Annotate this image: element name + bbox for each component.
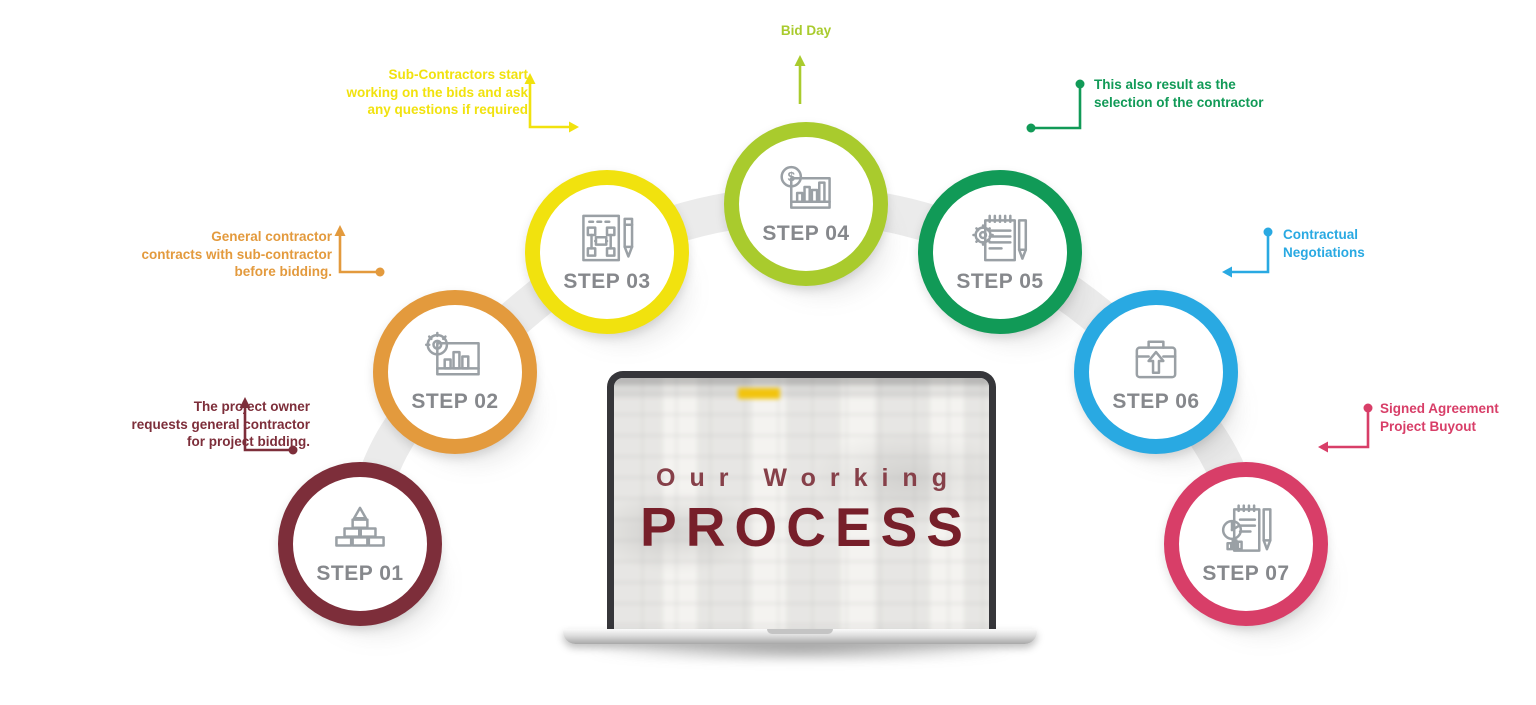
page-title: Our Working PROCESS (614, 464, 989, 559)
step-03: STEP 03 (525, 170, 713, 366)
laptop-screen: Our Working PROCESS (607, 371, 996, 636)
step-06-label: STEP 06 (1112, 390, 1200, 413)
blurred-spreadsheet (614, 378, 989, 632)
laptop-shadow (580, 640, 1020, 662)
step-02: STEP 02 (373, 290, 561, 486)
step-02-label: STEP 02 (411, 390, 499, 413)
step-04: $ STEP 04 (724, 122, 912, 318)
annotation-step-04: Bid Day (780, 23, 832, 38)
step-01: STEP 01 (278, 462, 466, 658)
step-05: STEP 05 (918, 170, 1106, 366)
annotation-step-06: Contractual Negotiations (1283, 227, 1365, 260)
title-main: PROCESS (640, 496, 972, 558)
annotation-step-03: Sub-Contractors start working on the bid… (346, 67, 528, 118)
connector-step-05 (1026, 79, 1085, 133)
report-pie-pencil-icon (1221, 504, 1272, 552)
connector-step-04 (794, 55, 806, 104)
connector-step-06 (1222, 227, 1273, 278)
step-06: STEP 06 (1074, 290, 1262, 486)
market-analysis-eye-chart-icon (425, 331, 480, 376)
step-07: STEP 07 (1164, 462, 1352, 658)
step-03-label: STEP 03 (563, 270, 651, 293)
laptop-base (563, 629, 1037, 644)
bricks-pyramid-icon (335, 506, 385, 547)
laptop-base-notch (767, 629, 833, 634)
highlighted-cell (738, 388, 780, 399)
connector-step-02 (334, 225, 385, 277)
step-07-label: STEP 07 (1202, 562, 1290, 585)
step-01-label: STEP 01 (316, 562, 404, 585)
annotation-step-05: This also result as the selection of the… (1094, 77, 1264, 110)
gear-notepad-pencil-icon (972, 214, 1028, 262)
dollar-bid-chart-icon: $ (780, 165, 831, 209)
annotation-step-07: Signed Agreement Project Buyout (1380, 401, 1499, 434)
svg-text:$: $ (788, 169, 796, 184)
connector-step-07 (1318, 403, 1373, 453)
connector-step-01 (239, 397, 298, 455)
step-04-label: STEP 04 (762, 222, 850, 245)
blueprint-pencil-icon (582, 214, 634, 262)
step-05-label: STEP 05 (956, 270, 1044, 293)
title-kicker: Our Working (656, 464, 961, 492)
connector-step-03 (524, 73, 579, 133)
briefcase-arrow-icon (1135, 340, 1177, 379)
annotation-step-02: General contractor contracts with sub-co… (141, 229, 332, 280)
